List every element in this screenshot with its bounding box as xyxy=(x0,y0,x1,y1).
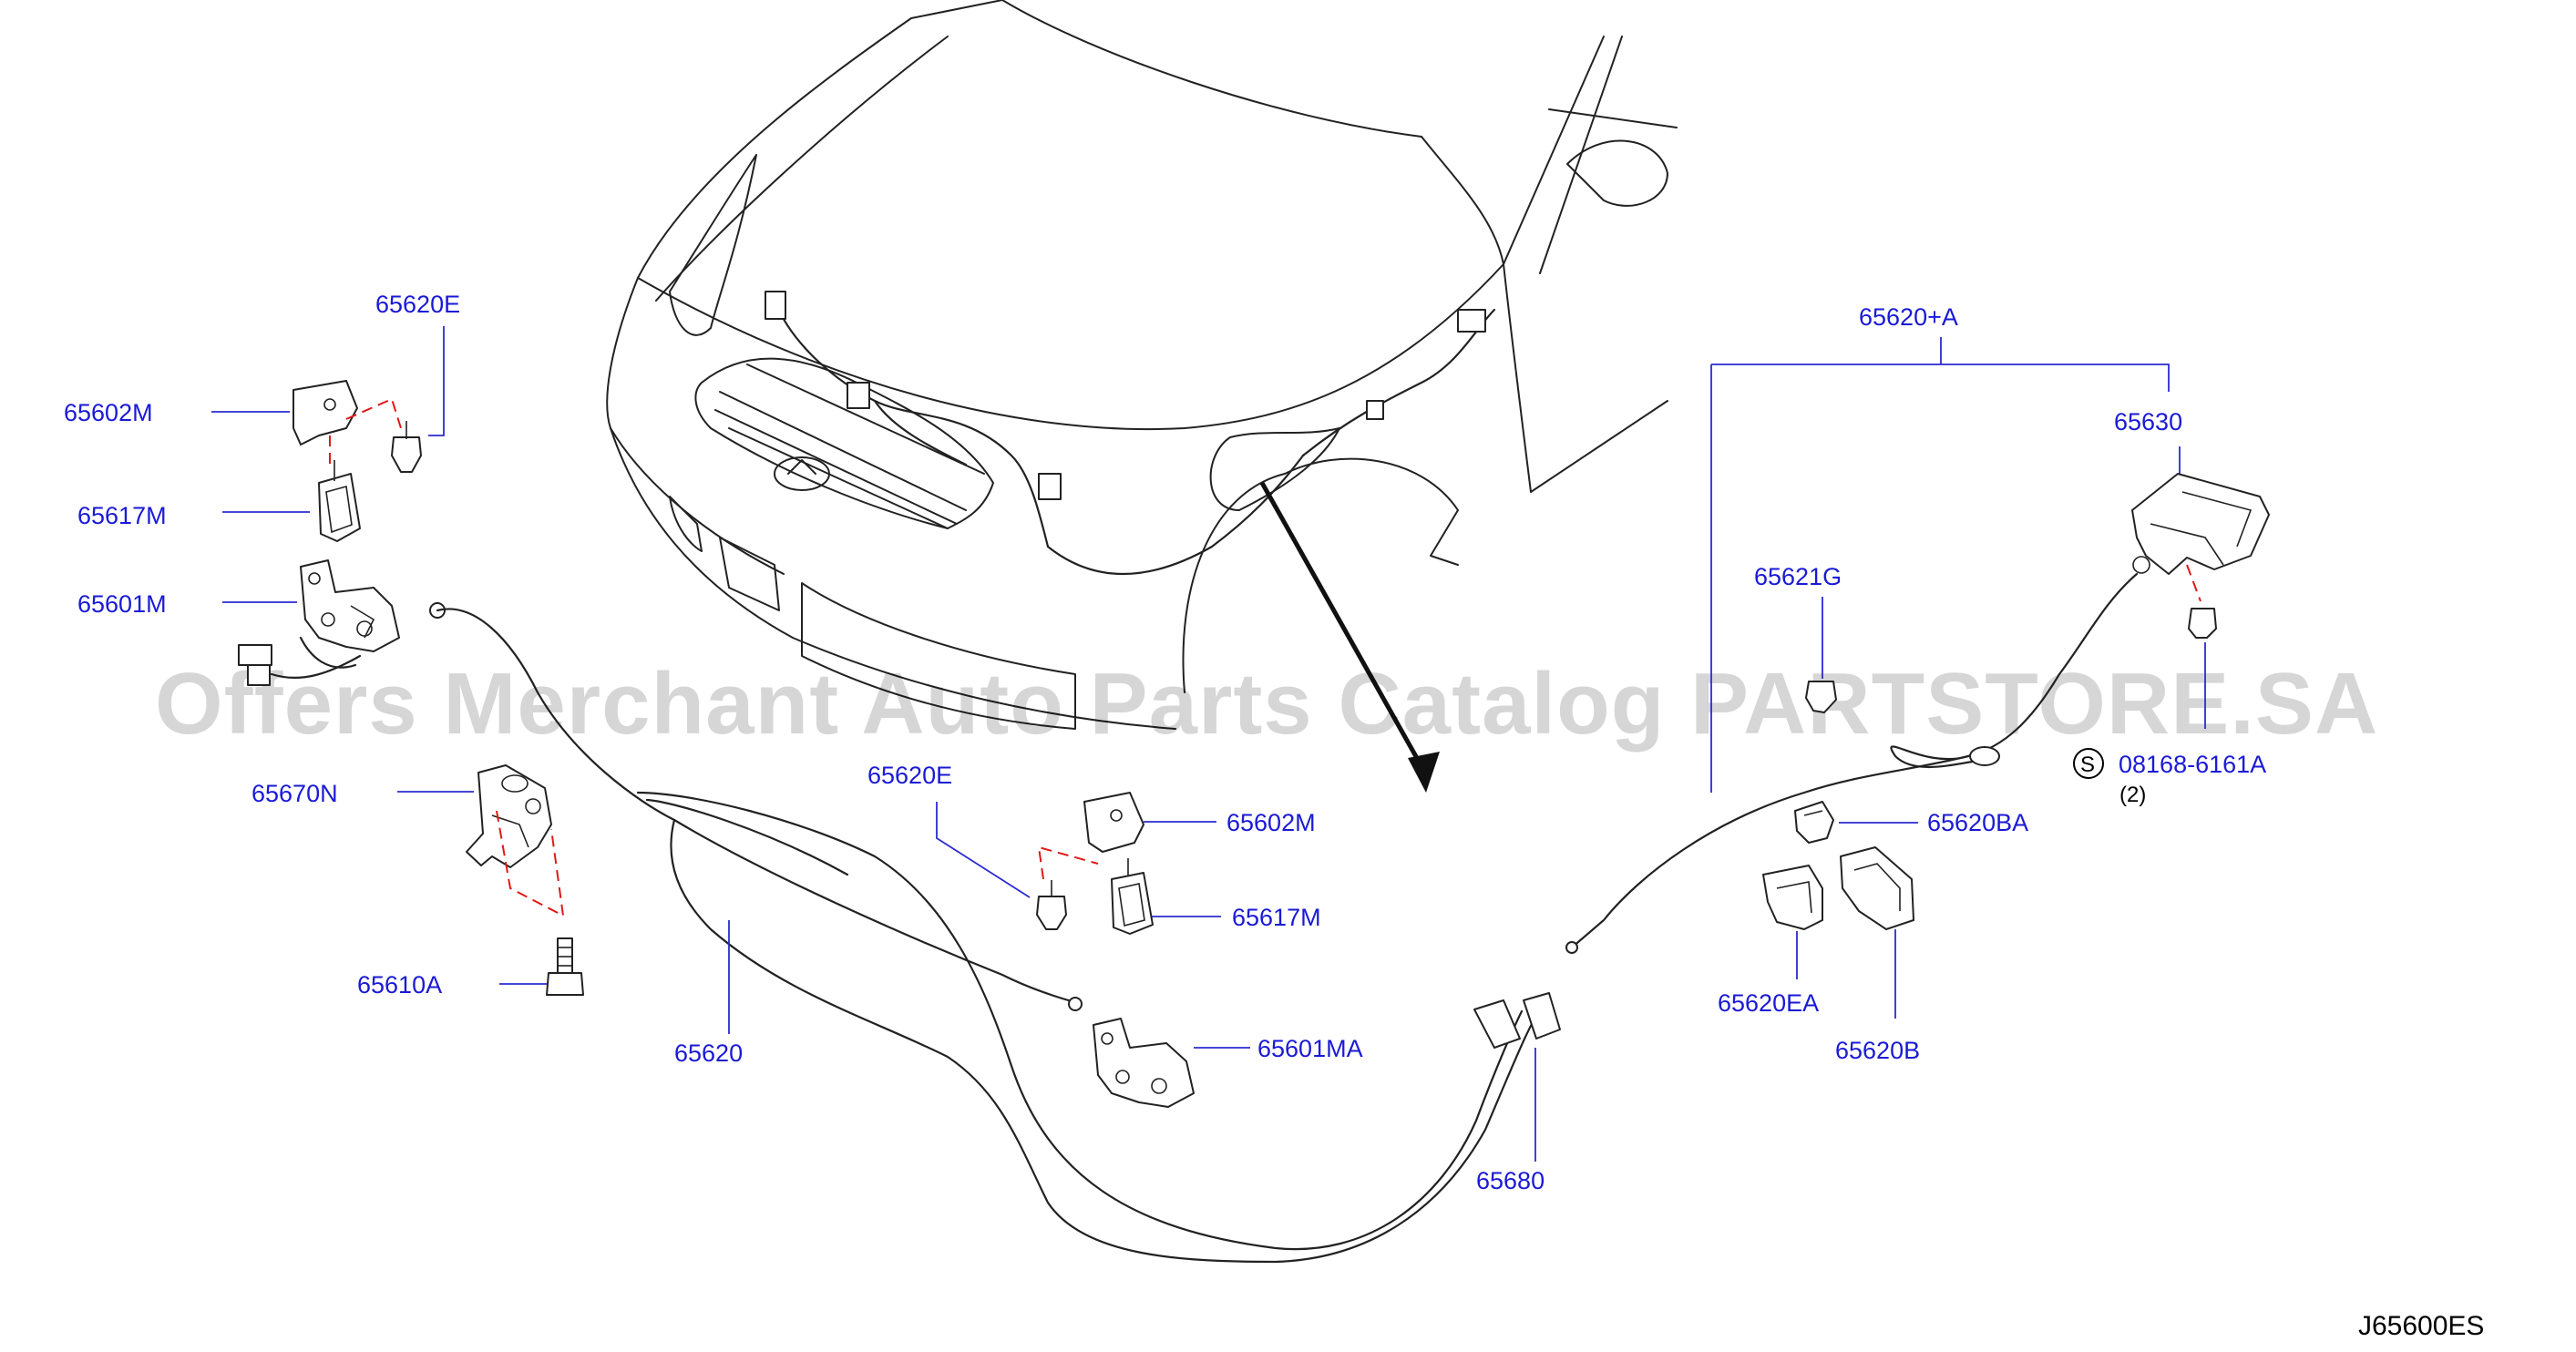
label-65620A: 65620+A xyxy=(1859,303,1958,331)
label-65602M-mid: 65602M xyxy=(1226,809,1316,836)
label-65680: 65680 xyxy=(1476,1167,1545,1194)
clip-65620B xyxy=(1840,846,1914,930)
hood-lock-65601M xyxy=(300,559,400,652)
clip-65620EA xyxy=(1762,865,1823,930)
bolt-65610A xyxy=(546,937,584,996)
clip-65621G xyxy=(1805,681,1837,713)
label-65670N: 65670N xyxy=(251,780,338,807)
hood-stay-65602M-mid xyxy=(1083,792,1144,853)
label-65621G: 65621G xyxy=(1754,563,1842,590)
hood-lock-striker-65670N xyxy=(466,764,552,868)
label-65617M-left: 65617M xyxy=(77,502,167,529)
label-65610A: 65610A xyxy=(357,971,442,999)
release-lever-65630 xyxy=(2131,473,2270,575)
label-65601MA: 65601MA xyxy=(1257,1035,1363,1062)
bolt-symbol-S: S xyxy=(2073,748,2104,779)
label-65620E-mid: 65620E xyxy=(867,762,952,789)
clip-65620E-mid xyxy=(1036,880,1067,930)
clip-65620E-top xyxy=(391,421,422,473)
connector-left xyxy=(238,644,272,686)
label-08168-6161A: 08168-6161A xyxy=(2119,751,2266,778)
label-65620BA: 65620BA xyxy=(1927,809,2028,836)
label-65630: 65630 xyxy=(2114,408,2182,435)
bolt-symbol-letter: S xyxy=(2080,753,2095,777)
label-65602M-left: 65602M xyxy=(64,399,153,426)
label-65617M-mid: 65617M xyxy=(1232,904,1321,931)
label-65620EA: 65620EA xyxy=(1718,989,1819,1017)
buffer-65617M-mid xyxy=(1111,858,1154,935)
direction-arrow xyxy=(1259,481,1440,793)
label-65620: 65620 xyxy=(674,1040,743,1067)
handle-65680 xyxy=(1473,992,1561,1049)
label-65620E-top: 65620E xyxy=(375,291,460,318)
label-65601M: 65601M xyxy=(77,590,167,618)
watermark-text: Offers Merchant Auto Parts Catalog PARTS… xyxy=(155,655,2378,753)
car-front-illustration xyxy=(606,0,1678,730)
hood-lock-65601MA xyxy=(1093,1018,1195,1108)
buffer-65617M-left xyxy=(318,460,361,542)
diagram-code: J65600ES xyxy=(2358,1311,2484,1341)
release-cable-right xyxy=(1565,572,2139,954)
hood-stay-65602M-left xyxy=(292,380,358,446)
hood-lock-cable-65620 xyxy=(429,602,1542,1264)
label-65620B: 65620B xyxy=(1835,1037,1920,1064)
clip-65620BA xyxy=(1794,801,1834,844)
label-08168-qty: (2) xyxy=(2119,783,2146,807)
screw-08168 xyxy=(2188,608,2217,639)
